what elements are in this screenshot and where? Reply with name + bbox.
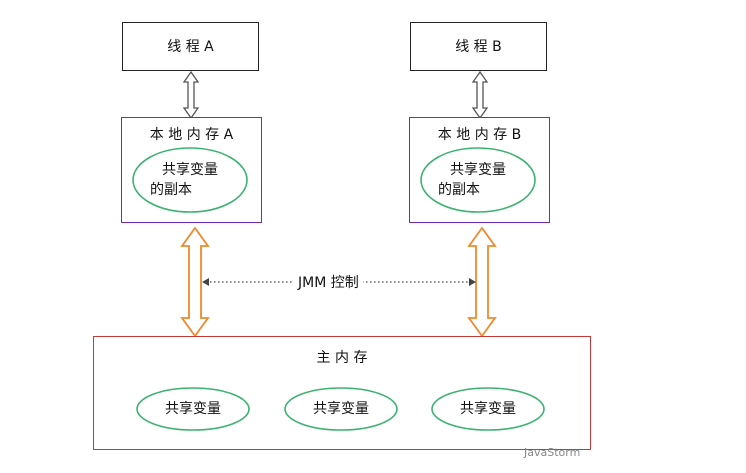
local-b-copy-text: 共享变量 的副本 [428, 160, 528, 200]
main-var-text-1: 共享变量 [165, 401, 221, 417]
main-var-ellipse-3 [431, 387, 545, 431]
thread-b-label: 线 程 B [455, 39, 502, 55]
local-a-copy-ellipse [132, 147, 248, 213]
local-b-copy-line2: 的副本 [438, 182, 480, 198]
main-var-text-3: 共享变量 [460, 401, 516, 417]
local-a-copy-line1: 共享变量 [162, 162, 218, 178]
jmm-control-label: JMM 控制 [294, 272, 363, 292]
main-var-ellipse-2 [284, 387, 398, 431]
jmm-arrowhead-right [469, 278, 476, 286]
local-b-copy-ellipse [420, 147, 536, 213]
thread-a-box: 线 程 A [122, 22, 259, 71]
local-memory-b-label: 本 地 内 存 B [437, 127, 522, 143]
local-a-copy-text: 共享变量 的副本 [140, 160, 240, 200]
main-var-ellipse-1 [136, 387, 250, 431]
local-b-copy-line1: 共享变量 [450, 162, 506, 178]
local-a-copy-line2: 的副本 [150, 182, 192, 198]
thread-b-box: 线 程 B [410, 22, 547, 71]
local-memory-a-label: 本 地 内 存 A [149, 127, 234, 143]
main-var-text-2: 共享变量 [313, 401, 369, 417]
main-memory-label: 主 内 存 [316, 350, 368, 366]
jmm-arrowhead-left [202, 278, 209, 286]
thread-a-label: 线 程 A [167, 39, 214, 55]
watermark-text: JavaStorm [524, 446, 581, 459]
